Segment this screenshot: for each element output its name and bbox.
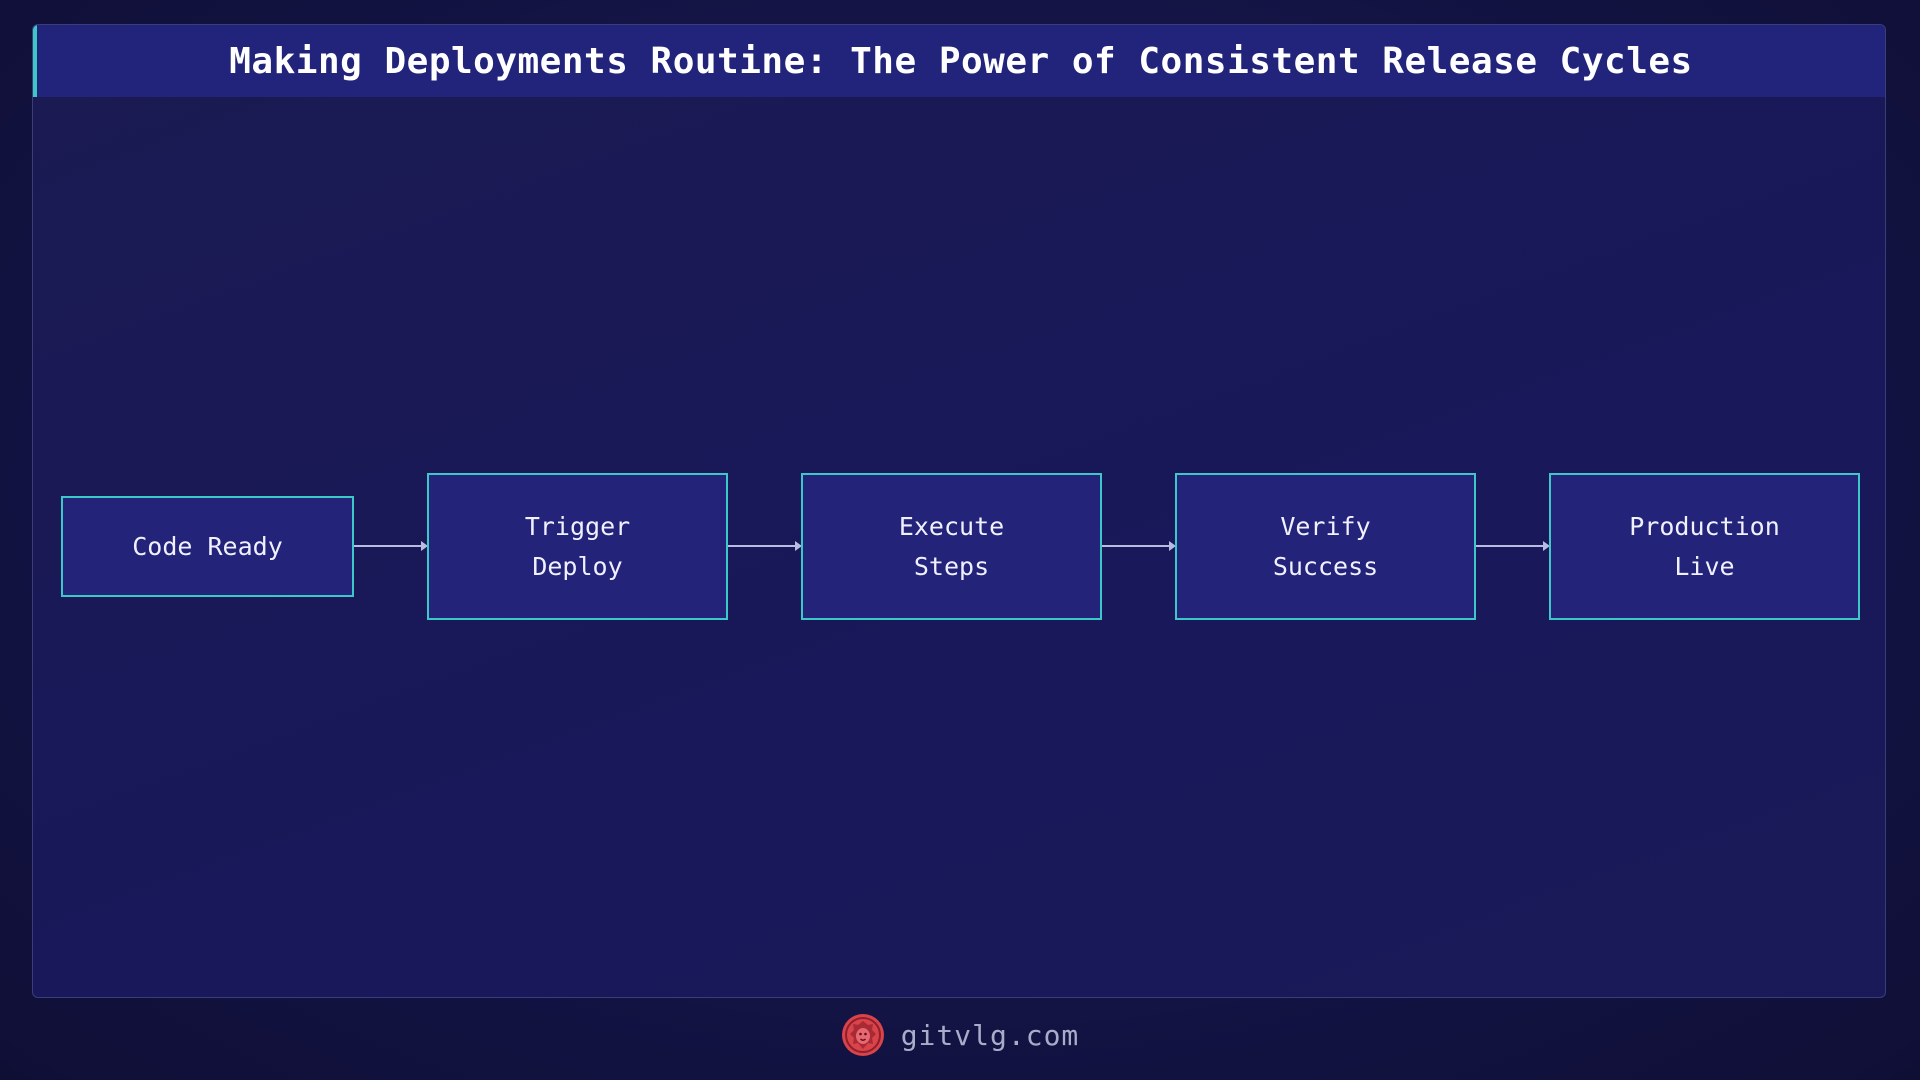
node-production-live: Production Live: [1549, 473, 1860, 620]
arrow-trigger-deploy-to-execute-steps: [728, 541, 802, 551]
node-execute-steps: Execute Steps: [801, 473, 1102, 620]
node-code-ready: Code Ready: [61, 496, 354, 597]
footer: gitvlg.com: [0, 1010, 1920, 1060]
footer-site-link[interactable]: gitvlg.com: [900, 1018, 1080, 1052]
arrow-execute-steps-to-verify-success: [1102, 541, 1176, 551]
node-label: Verify Success: [1272, 511, 1379, 581]
page-title: Making Deployments Routine: The Power of…: [229, 40, 1693, 82]
node-verify-success: Verify Success: [1175, 473, 1476, 620]
title-bar: Making Deployments Routine: The Power of…: [33, 25, 1885, 97]
lion-logo-icon: [841, 1014, 884, 1056]
node-label: Production Live: [1629, 511, 1780, 581]
arrow-code-ready-to-trigger-deploy: [354, 541, 428, 551]
node-trigger-deploy: Trigger Deploy: [427, 473, 728, 620]
node-label: Code Ready: [132, 531, 283, 561]
node-label: Trigger Deploy: [524, 511, 631, 581]
arrow-verify-success-to-production-live: [1476, 541, 1550, 551]
node-label: Execute Steps: [898, 511, 1005, 581]
